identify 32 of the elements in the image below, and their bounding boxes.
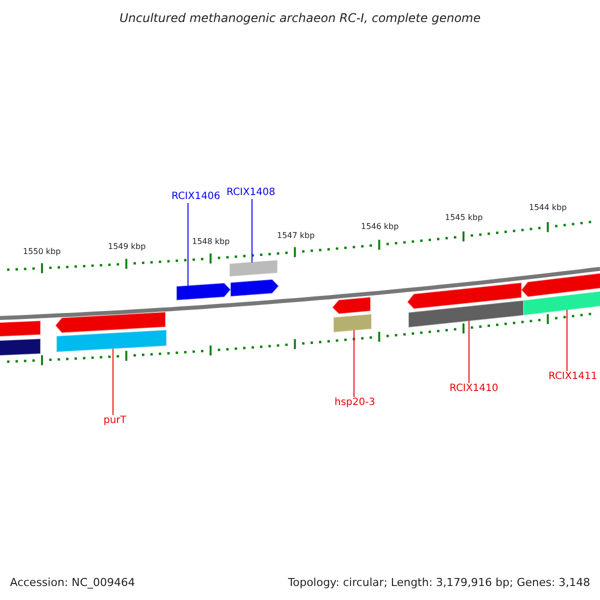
gene-feature	[521, 272, 600, 297]
scale-label: 1547 kbp	[277, 232, 315, 240]
scale-label: 1550 kbp	[23, 248, 61, 256]
footer-text: Accession: NC_009464	[10, 576, 136, 588]
footer-text: Topology: circular; Length: 3,179,916 bp; Genes: 3,148	[288, 576, 590, 588]
scale-label: 1546 kbp	[361, 223, 399, 231]
leader-line	[468, 320, 470, 384]
leader-line	[566, 309, 568, 372]
gene-label: RCIX1408	[226, 188, 276, 198]
gene-feature	[407, 282, 522, 309]
scale-label: 1545 kbp	[445, 214, 483, 222]
title: Uncultured methanogenic archaeon RC-I, complete genome	[120, 12, 481, 24]
scale-label: 1549 kbp	[108, 243, 146, 251]
gene-feature	[230, 279, 279, 297]
gene-bar	[408, 300, 524, 328]
gene-bar	[230, 260, 278, 277]
gene-feature	[55, 312, 166, 333]
gene-bar	[334, 314, 372, 332]
gene-label: purT	[104, 416, 126, 426]
gene-bar	[524, 290, 600, 316]
scale-label: 1548 kbp	[192, 238, 230, 246]
gene-label: hsp20-3	[334, 398, 376, 408]
gene-bar	[0, 320, 40, 337]
gene-feature	[176, 282, 231, 300]
gene-bar	[0, 338, 40, 356]
gene-label: RCIX1410	[450, 384, 498, 394]
leader-line	[112, 348, 114, 416]
scale-label: 1544 kbp	[529, 204, 567, 212]
gene-bar	[56, 330, 166, 352]
gene-label: RCIX1406	[172, 192, 220, 202]
gene-feature	[332, 297, 370, 314]
gene-label: RCIX1411	[548, 372, 598, 382]
